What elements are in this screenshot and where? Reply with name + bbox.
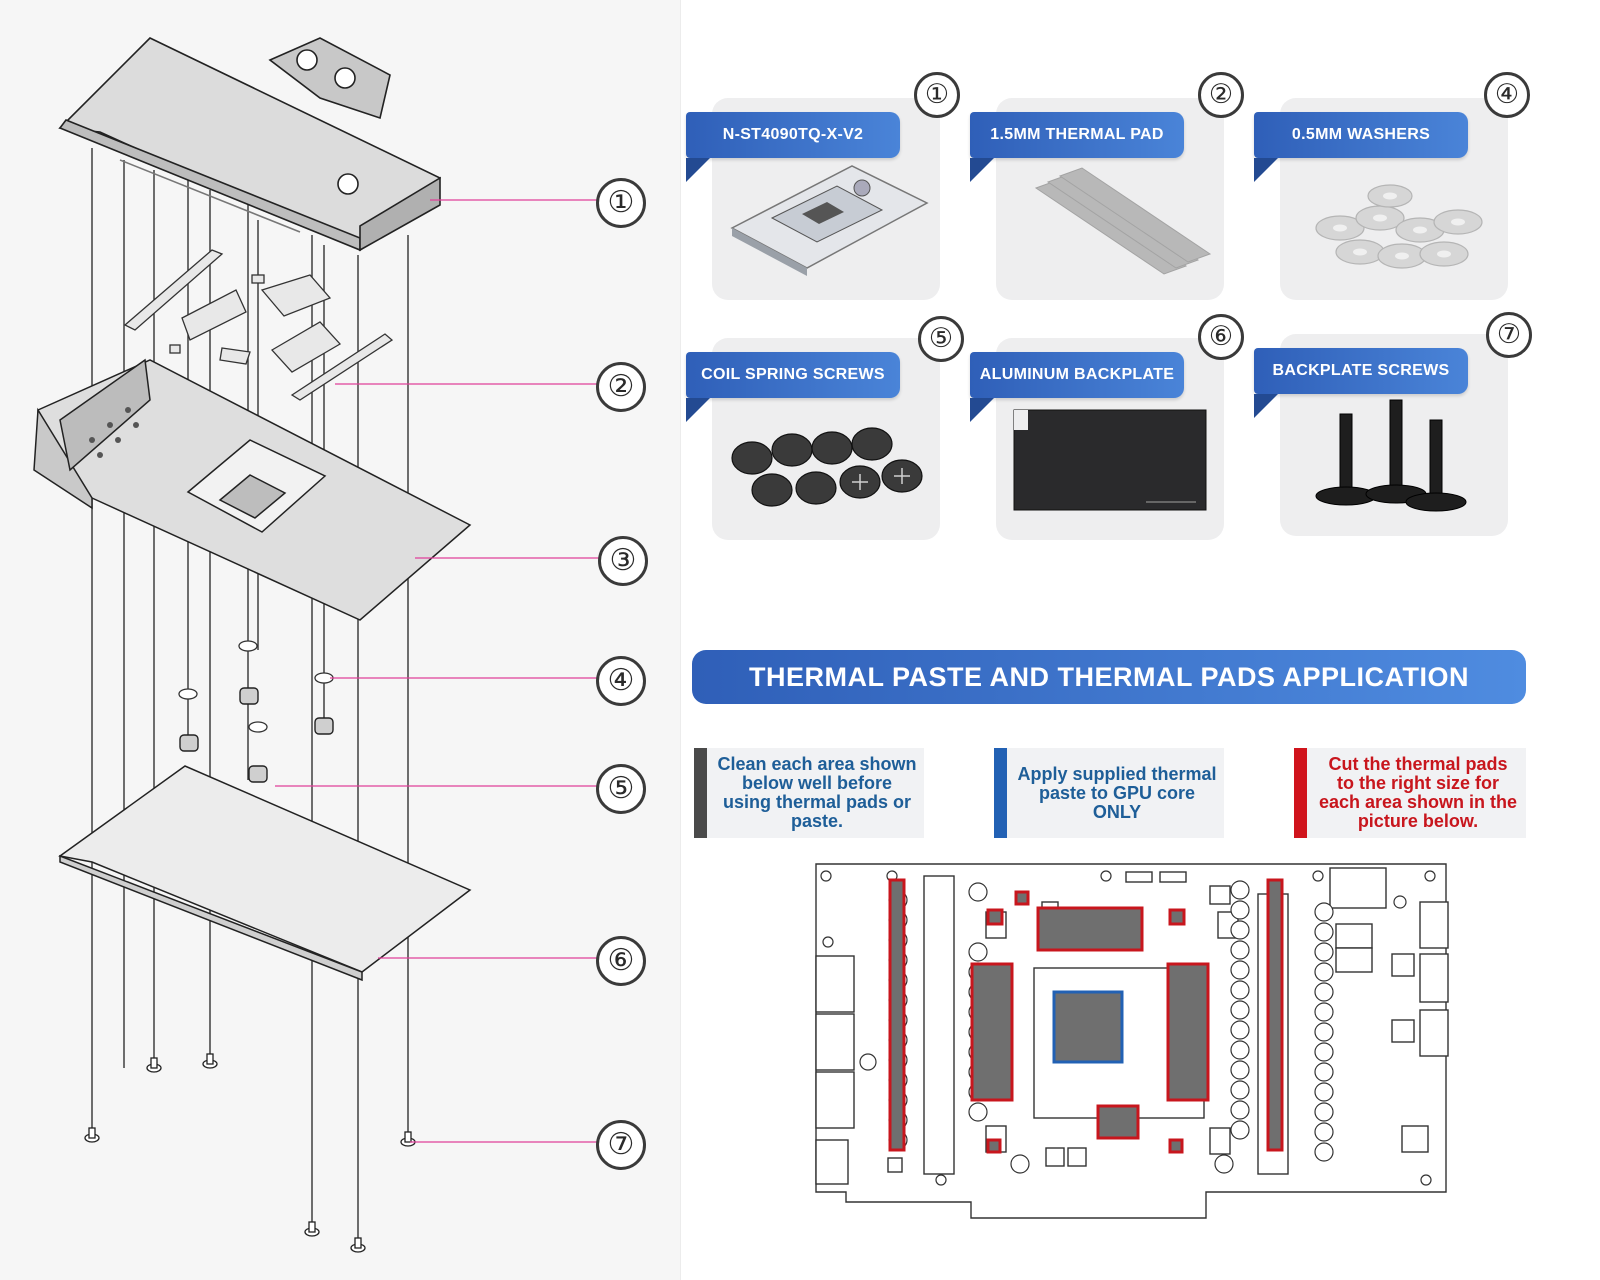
note-clean-area: Clean each area shown below well before … xyxy=(694,748,924,838)
backplate-icon xyxy=(1013,409,1207,511)
callout-1: ① xyxy=(596,178,646,228)
washers-icon xyxy=(1315,184,1483,269)
water-block-drawing xyxy=(58,37,442,252)
water-block-icon xyxy=(730,165,929,276)
card-number: ① xyxy=(914,72,960,118)
card-number: ⑤ xyxy=(918,316,964,362)
note-apply-paste: Apply supplied thermal paste to GPU core… xyxy=(994,748,1224,838)
washers-drawing xyxy=(178,640,334,733)
card-label: N-ST4090TQ-X-V2 xyxy=(686,112,900,158)
note-bar xyxy=(994,748,1007,838)
note-bar xyxy=(1294,748,1307,838)
card-number: ② xyxy=(1198,72,1244,118)
backplate-drawing xyxy=(58,765,472,982)
thermal-pads-drawing xyxy=(123,249,394,401)
thermal-pad-icon xyxy=(1034,167,1212,275)
card-backplate-screws: BACKPLATE SCREWS ⑦ xyxy=(1254,312,1532,536)
card-label: COIL SPRING SCREWS xyxy=(686,352,900,398)
pcb-drawing xyxy=(33,358,472,621)
exploded-assembly-diagram xyxy=(33,37,600,1253)
note-cut-pads: Cut the thermal pads to the right size f… xyxy=(1294,748,1526,838)
card-number: ④ xyxy=(1484,72,1530,118)
backplate-screws-icon xyxy=(1315,399,1467,512)
card-number: ⑦ xyxy=(1486,312,1532,358)
card-washers: 0.5MM WASHERS ④ xyxy=(1254,72,1530,300)
card-thermal-pad: 1.5MM THERMAL PAD ② xyxy=(970,72,1244,300)
thermal-application-banner: THERMAL PASTE AND THERMAL PADS APPLICATI… xyxy=(692,650,1526,704)
note-bar xyxy=(694,748,707,838)
note-text: Clean each area shown below well before … xyxy=(717,754,917,831)
spring-screws-drawing xyxy=(179,687,334,783)
callout-4: ④ xyxy=(596,656,646,706)
note-text: Cut the thermal pads to the right size f… xyxy=(1318,754,1518,831)
card-aluminum-backplate: ALUMINUM BACKPLATE ⑥ xyxy=(970,314,1244,540)
card-coil-spring-screws: COIL SPRING SCREWS ⑤ xyxy=(686,316,964,540)
card-number: ⑥ xyxy=(1198,314,1244,360)
card-label: ALUMINUM BACKPLATE xyxy=(970,352,1184,398)
callout-3: ③ xyxy=(598,536,648,586)
note-text: Apply supplied thermal paste to GPU core… xyxy=(1017,763,1217,822)
card-label: 0.5MM WASHERS xyxy=(1254,112,1468,158)
exploded-view-panel: ① ② ③ ④ ⑤ ⑥ ⑦ xyxy=(0,0,681,1280)
backplate-screws-drawing xyxy=(84,1053,416,1253)
callout-6: ⑥ xyxy=(596,936,646,986)
gpu-core-area xyxy=(1052,990,1124,1064)
coil-spring-screws-icon xyxy=(731,427,923,507)
card-label: 1.5MM THERMAL PAD xyxy=(970,112,1184,158)
card-water-block: N-ST4090TQ-X-V2 ① xyxy=(686,72,960,300)
callout-5: ⑤ xyxy=(596,764,646,814)
card-label: BACKPLATE SCREWS xyxy=(1254,348,1468,394)
callout-2: ② xyxy=(596,362,646,412)
pcb-pad-layout-diagram xyxy=(815,863,1449,1219)
callout-7: ⑦ xyxy=(596,1120,646,1170)
